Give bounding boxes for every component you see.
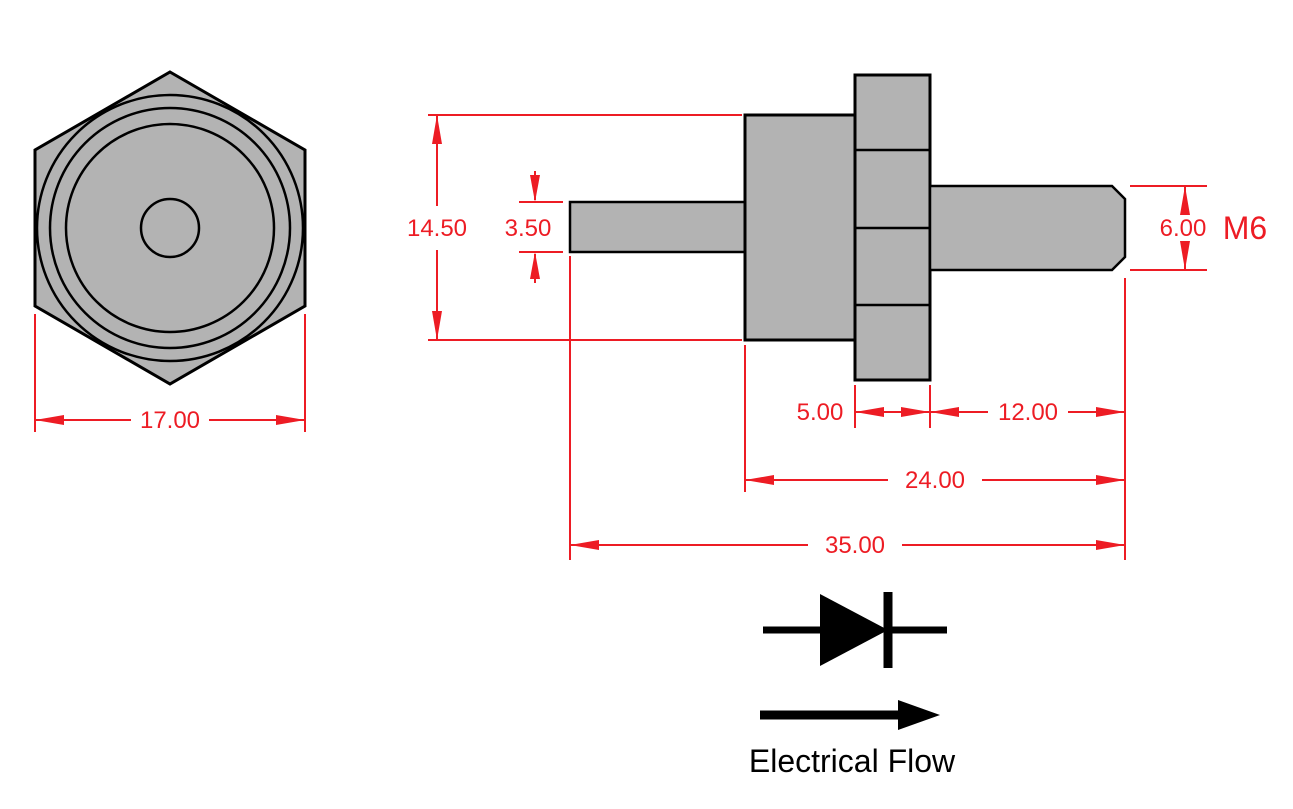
dim-stud-diameter-value: 6.00 <box>1160 215 1207 242</box>
dim-arrowhead <box>745 475 774 485</box>
dim-stud-length: 12.00 <box>930 278 1126 560</box>
dim-stud-length-value: 12.00 <box>998 399 1058 426</box>
dim-arrowhead <box>1096 407 1125 417</box>
dim-body-to-stud-tip-value: 24.00 <box>905 467 965 494</box>
dim-body-diameter: 14.50 <box>407 114 742 341</box>
thread-label: M6 <box>1223 210 1267 246</box>
hex-flange-outline <box>33 70 307 386</box>
center-lead-circle <box>139 197 201 259</box>
dim-overall-length-value: 35.00 <box>825 532 885 559</box>
dim-arrowhead <box>1096 540 1125 550</box>
dim-lead-diameter-value: 3.50 <box>505 215 552 242</box>
dim-lead-diameter: 3.50 <box>505 171 563 283</box>
dim-across-flats: 17.00 <box>34 314 306 434</box>
flange-circle-inner <box>64 122 276 334</box>
dim-arrowhead <box>901 407 930 417</box>
electrical-flow-label: Electrical Flow <box>749 743 956 779</box>
dim-arrowhead <box>432 115 442 144</box>
flange-circle-middle <box>48 106 292 350</box>
electrical-flow-arrow <box>760 700 940 730</box>
dim-arrowhead <box>1096 475 1125 485</box>
threaded-stud <box>928 184 1127 272</box>
dim-arrowhead <box>855 407 884 417</box>
diode-symbol <box>763 592 947 668</box>
dim-hex-thickness: 5.00 <box>797 385 931 428</box>
dim-stud-diameter: 6.00 M6 <box>1130 185 1267 271</box>
dim-arrowhead <box>1180 241 1190 270</box>
dim-arrowhead <box>432 311 442 340</box>
dim-arrowhead <box>35 415 64 425</box>
dim-across-flats-value: 17.00 <box>140 407 200 434</box>
side-view <box>568 73 1127 382</box>
flange-circle-outer <box>35 93 305 363</box>
dim-arrowhead <box>530 175 540 202</box>
lead-wire <box>568 200 747 254</box>
flow-arrow-head <box>898 700 940 730</box>
dim-body-diameter-value: 14.50 <box>407 215 467 242</box>
dim-overall-length: 35.00 <box>569 256 1125 560</box>
front-view <box>33 70 307 386</box>
diode-triangle <box>820 594 888 666</box>
dim-hex-thickness-value: 5.00 <box>797 399 844 426</box>
diode-body <box>743 113 857 342</box>
dim-arrowhead <box>276 415 305 425</box>
dim-arrowhead <box>570 540 599 550</box>
dim-arrowhead <box>530 252 540 279</box>
dim-arrowhead <box>930 407 959 417</box>
dim-arrowhead <box>1180 186 1190 215</box>
dim-body-to-stud-tip: 24.00 <box>744 345 1125 494</box>
